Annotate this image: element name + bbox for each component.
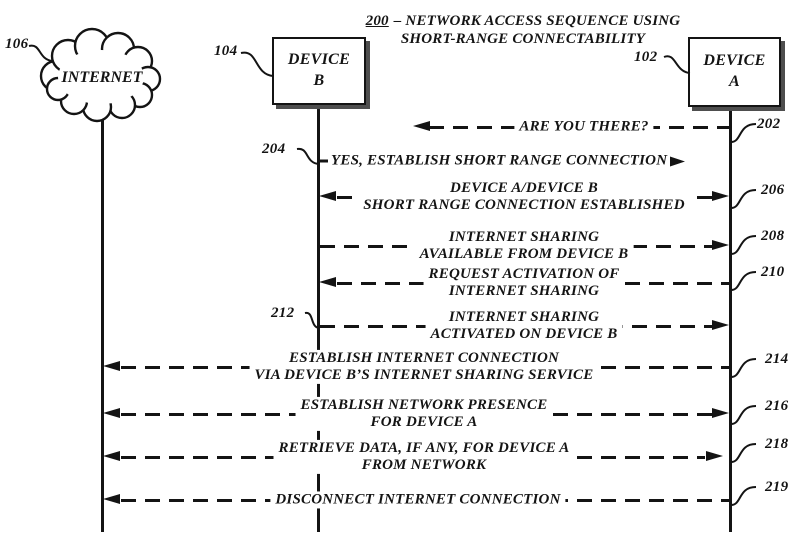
- figure-title: 200– NETWORK ACCESS SEQUENCE USING SHORT…: [362, 12, 684, 48]
- ref-102-leader: [663, 55, 691, 74]
- ref-102: 102: [634, 49, 658, 65]
- message-218-left-arrowhead-icon: [103, 451, 120, 461]
- ref-206-leader: [730, 189, 757, 209]
- message-214-left-arrowhead-icon: [103, 361, 120, 371]
- internet-cloud: INTERNET: [39, 27, 162, 123]
- message-row-204: YES, ESTABLISH SHORT RANGE CONNECTION: [319, 152, 686, 170]
- ref-204: 204: [262, 141, 286, 157]
- ref-212-leader: [304, 311, 320, 329]
- device-a-box: DEVICE A: [688, 37, 781, 107]
- figure-title-line1: – NETWORK ACCESS SEQUENCE USING: [393, 13, 681, 29]
- ref-104-leader: [240, 51, 274, 77]
- ref-219-leader: [730, 486, 757, 506]
- ref-202: 202: [757, 116, 781, 132]
- ref-216-leader: [730, 405, 757, 425]
- message-208-right-arrowhead-icon: [712, 240, 729, 250]
- ref-208: 208: [761, 228, 785, 244]
- ref-106-leader: [28, 44, 53, 62]
- ref-216: 216: [765, 398, 789, 414]
- message-204-right-arrowhead-icon: [670, 156, 686, 166]
- ref-206: 206: [761, 182, 785, 198]
- device-b-lifeline: [317, 100, 320, 532]
- ref-202-leader: [730, 123, 757, 143]
- ref-214-leader: [730, 358, 757, 378]
- message-206-left-arrowhead-icon: [319, 191, 336, 201]
- message-210-left-arrowhead-icon: [319, 277, 336, 287]
- message-204-label: YES, ESTABLISH SHORT RANGE CONNECTION: [328, 152, 671, 170]
- ref-210: 210: [761, 264, 785, 280]
- message-219-left-arrowhead-icon: [103, 494, 120, 504]
- figure-title-ref: 200: [365, 13, 389, 29]
- ref-104: 104: [214, 43, 238, 59]
- device-b-box: DEVICE B: [272, 37, 366, 105]
- ref-214: 214: [765, 351, 789, 367]
- ref-204-leader: [296, 147, 320, 165]
- ref-106: 106: [5, 36, 29, 52]
- figure-title-line2: SHORT-RANGE CONNECTABILITY: [400, 31, 646, 47]
- ref-219: 219: [765, 479, 789, 495]
- internet-label: INTERNET: [61, 69, 144, 86]
- ref-218-leader: [730, 443, 757, 463]
- message-202-left-arrowhead-icon: [413, 121, 430, 131]
- ref-212: 212: [271, 305, 295, 321]
- device-a-lifeline: [729, 102, 732, 532]
- message-218-right-arrowhead-icon: [706, 451, 723, 461]
- internet-lifeline: [101, 112, 104, 532]
- ref-218: 218: [765, 436, 789, 452]
- ref-210-leader: [730, 271, 757, 291]
- message-216-left-arrowhead-icon: [103, 408, 120, 418]
- message-206-right-arrowhead-icon: [712, 191, 729, 201]
- message-216-right-arrowhead-icon: [712, 408, 729, 418]
- message-219-label: DISCONNECT INTERNET CONNECTION: [270, 491, 566, 509]
- message-204-line: [319, 159, 328, 163]
- message-212-right-arrowhead-icon: [712, 320, 729, 330]
- ref-208-leader: [730, 235, 757, 255]
- message-202-label: ARE YOU THERE?: [514, 118, 654, 136]
